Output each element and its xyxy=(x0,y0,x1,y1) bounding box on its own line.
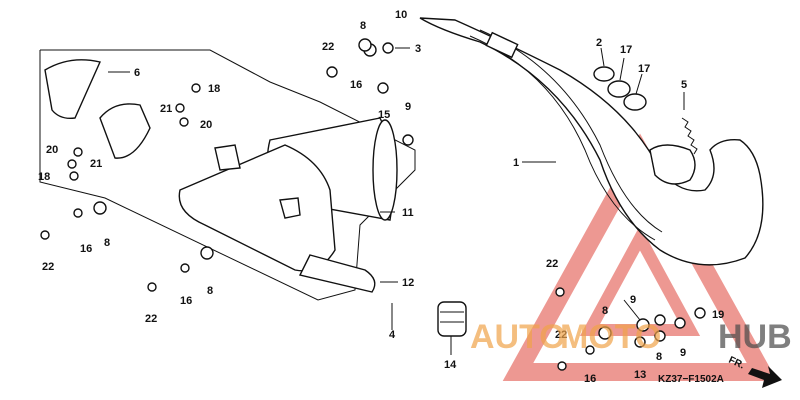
spring xyxy=(681,117,698,155)
exhaust-pipe xyxy=(419,17,764,266)
label-part-22a: 22 xyxy=(322,41,334,53)
label-part-16b: 16 xyxy=(80,243,92,255)
label-part-17a: 17 xyxy=(620,44,632,56)
label-part-18a: 18 xyxy=(208,83,220,95)
label-part-6: 6 xyxy=(134,67,140,79)
muffler xyxy=(178,144,376,293)
label-part-18b: 18 xyxy=(38,171,50,183)
label-part-2: 2 xyxy=(596,37,602,49)
label-part-10: 10 xyxy=(395,9,407,21)
gasket-17b xyxy=(623,93,647,111)
label-part-16a: 16 xyxy=(350,79,362,91)
watermark-word-auto: AUTO xyxy=(470,318,566,356)
label-part-13: 13 xyxy=(634,369,646,381)
label-part-1: 1 xyxy=(513,157,519,169)
label-part-9b: 9 xyxy=(630,294,636,306)
label-part-19: 19 xyxy=(712,309,724,321)
tail-cap xyxy=(44,59,151,159)
label-part-12: 12 xyxy=(402,277,414,289)
fasteners xyxy=(40,38,706,371)
watermark-word-moto: MOTO xyxy=(560,318,661,356)
gasket-17a xyxy=(607,80,631,98)
label-part-16d: 16 xyxy=(584,373,596,385)
label-part-22b: 22 xyxy=(42,261,54,273)
label-part-20b: 20 xyxy=(46,144,58,156)
label-part-8b: 8 xyxy=(104,237,110,249)
label-part-21a: 21 xyxy=(160,103,172,115)
watermark-text: AUTO MOTO HUB xyxy=(470,318,792,356)
part-labels: 1 2 3 4 5 6 17 17 8 8 8 8 8 9 9 9 10 11 … xyxy=(38,9,724,385)
label-part-14: 14 xyxy=(444,359,457,371)
front-arrow-icon xyxy=(748,366,782,388)
label-part-9c: 9 xyxy=(680,347,686,359)
label-part-9a: 9 xyxy=(405,101,411,113)
label-part-8a: 8 xyxy=(360,20,366,32)
leader-lines xyxy=(108,47,685,355)
label-part-3: 3 xyxy=(415,43,421,55)
label-part-8c: 8 xyxy=(207,285,213,297)
gasket-2 xyxy=(593,66,615,82)
label-part-8d: 8 xyxy=(602,305,608,317)
label-part-22c: 22 xyxy=(145,313,157,325)
gaskets xyxy=(593,66,647,111)
label-part-15: 15 xyxy=(378,109,390,121)
diagram-code: KZ37−F1502A xyxy=(658,374,724,385)
label-part-4: 4 xyxy=(389,329,396,341)
label-part-5: 5 xyxy=(681,79,687,91)
label-part-22d: 22 xyxy=(546,258,558,270)
label-part-16c: 16 xyxy=(180,295,192,307)
label-part-20a: 20 xyxy=(200,119,212,131)
label-part-17b: 17 xyxy=(638,63,650,75)
grommet-14 xyxy=(437,301,467,337)
label-part-8e: 8 xyxy=(656,351,662,363)
label-part-21b: 21 xyxy=(90,158,102,170)
label-part-22e: 22 xyxy=(555,329,567,341)
label-part-11: 11 xyxy=(402,207,414,219)
watermark-word-hub: HUB xyxy=(718,318,792,356)
